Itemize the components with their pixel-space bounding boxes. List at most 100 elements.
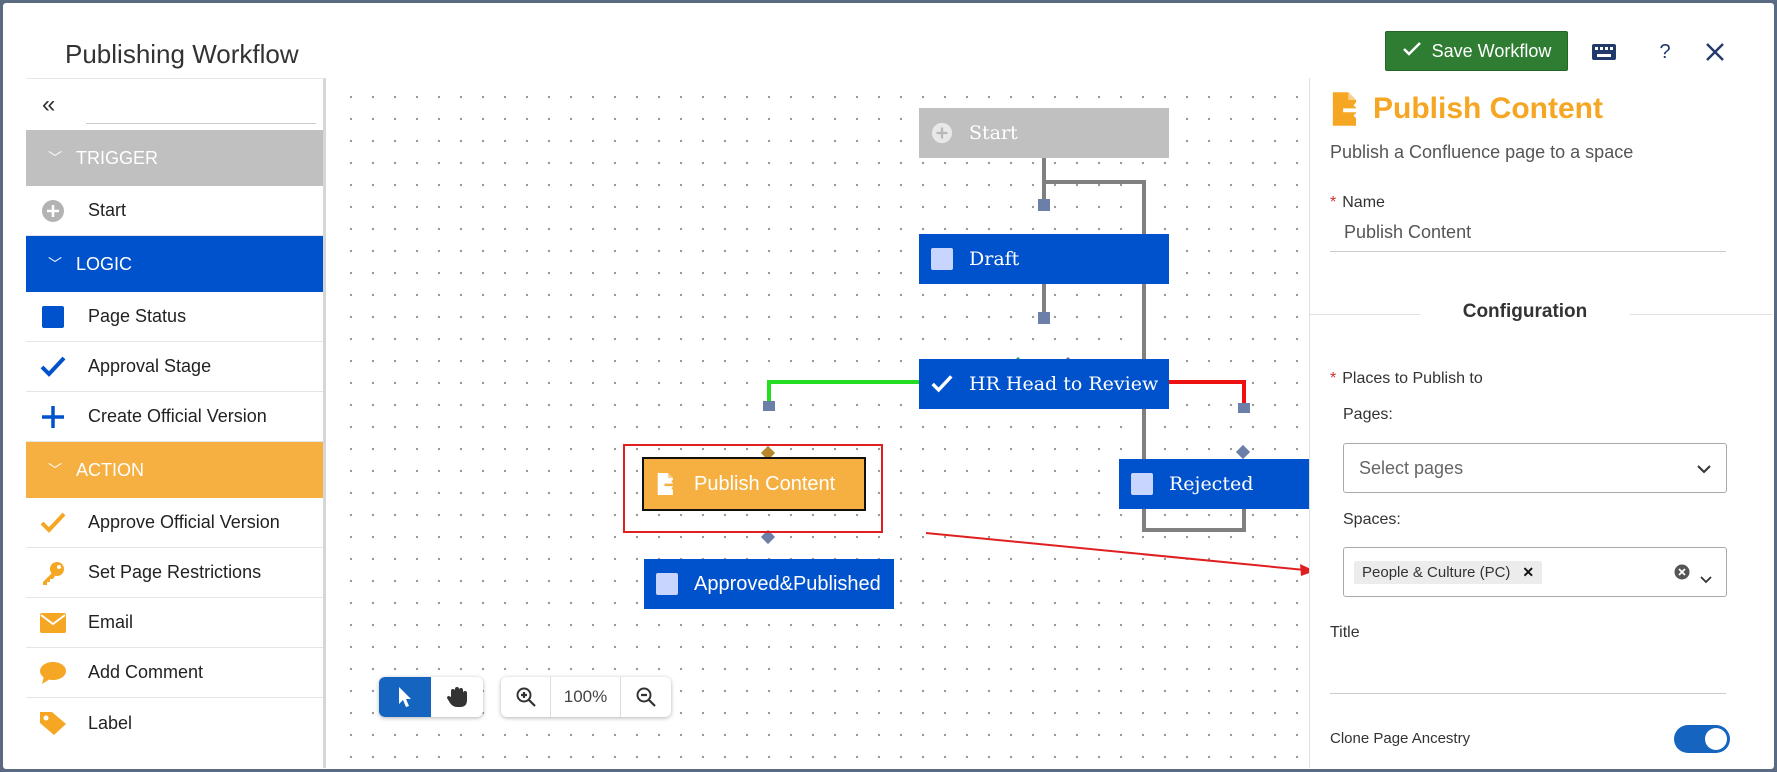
spaces-select[interactable]: People & Culture (PC) ✕ <box>1343 547 1727 597</box>
cursor-icon <box>399 687 411 707</box>
node-publish-content[interactable]: Publish Content <box>642 457 866 511</box>
collapse-sidebar-icon[interactable]: « <box>42 91 56 118</box>
key-icon <box>38 558 68 588</box>
clone-ancestry-toggle[interactable] <box>1674 725 1730 753</box>
node-label: Publish Content <box>694 472 836 495</box>
save-workflow-button[interactable]: Save Workflow <box>1385 31 1568 71</box>
palette-item-label: Approve Official Version <box>88 512 280 532</box>
toggle-knob <box>1705 728 1727 750</box>
node-approved-published[interactable]: Approved&Published <box>644 559 894 609</box>
workflow-canvas[interactable]: Start Draft HR Head to Review Publish Co… <box>330 78 1710 768</box>
node-label: HR Head to Review <box>969 373 1159 395</box>
pages-select[interactable]: Select pages <box>1343 443 1727 493</box>
properties-panel: Publish Content Publish a Confluence pag… <box>1309 78 1772 768</box>
space-chip-label: People & Culture (PC) <box>1362 563 1511 581</box>
plus-circle-icon <box>38 196 68 226</box>
palette-item-label: Start <box>88 200 127 220</box>
node-start[interactable]: Start <box>919 108 1169 158</box>
palette-search-input[interactable] <box>86 123 316 124</box>
node-hr-review[interactable]: HR Head to Review <box>919 359 1169 409</box>
zoom-level: 100% <box>551 677 621 717</box>
section-trigger[interactable]: ﹀ TRIGGER <box>26 130 323 186</box>
title-field[interactable] <box>1330 654 1726 694</box>
panel-description: Publish a Confluence page to a space <box>1330 142 1634 162</box>
check-icon <box>1402 41 1422 62</box>
chevron-down-icon: ﹀ <box>48 150 62 166</box>
palette-item-label: Set Page Restrictions <box>88 562 262 582</box>
clone-ancestry-label: Clone Page Ancestry <box>1330 730 1471 747</box>
pan-mode-button[interactable] <box>431 677 483 717</box>
clear-selection-icon[interactable] <box>1674 564 1690 585</box>
help-button[interactable]: ? <box>1659 40 1671 63</box>
square-icon <box>656 573 678 595</box>
name-label: *Name <box>1330 194 1385 211</box>
palette-item-set-page-restrictions[interactable]: Set Page Restrictions <box>26 548 323 598</box>
document-export-icon <box>656 473 678 495</box>
tag-icon <box>38 708 68 738</box>
zoom-in-icon <box>516 687 536 707</box>
node-label: Rejected <box>1169 473 1254 495</box>
zoom-out-icon <box>636 687 656 707</box>
highlight-box <box>623 444 883 533</box>
section-trigger-label: TRIGGER <box>76 147 159 168</box>
section-action-label: ACTION <box>76 459 145 480</box>
hand-icon <box>447 687 467 707</box>
palette-item-create-official-version[interactable]: Create Official Version <box>26 392 323 442</box>
canvas-mode-toolbar <box>379 677 483 717</box>
palette-item-label: Add Comment <box>88 662 204 682</box>
keyboard-icon[interactable] <box>1589 37 1619 67</box>
palette-item-label: Email <box>88 612 134 632</box>
space-chip: People & Culture (PC) ✕ <box>1354 560 1543 584</box>
pages-label: Pages: <box>1343 406 1393 423</box>
square-icon <box>38 302 68 332</box>
close-icon[interactable] <box>1700 37 1730 67</box>
configuration-heading: Configuration <box>1420 301 1630 323</box>
zoom-in-button[interactable] <box>501 677 551 717</box>
comment-icon <box>38 658 68 688</box>
palette-item-approval-stage[interactable]: Approval Stage <box>26 342 323 392</box>
node-label: Draft <box>969 248 1020 270</box>
palette-item-label: Create Official Version <box>88 406 267 426</box>
plus-icon <box>38 402 68 432</box>
section-logic-label: LOGIC <box>76 253 133 274</box>
places-label: *Places to Publish to <box>1330 370 1483 387</box>
node-label: Start <box>969 122 1018 144</box>
square-icon <box>1131 473 1153 495</box>
spaces-label: Spaces: <box>1343 511 1401 528</box>
title-label: Title <box>1330 624 1360 641</box>
palette-item-label: Label <box>88 712 133 733</box>
palette-item-email[interactable]: Email <box>26 598 323 648</box>
node-palette: « ﹀ TRIGGER Start ﹀ LOGIC Page Status Ap… <box>26 78 326 768</box>
check-icon <box>931 373 953 395</box>
section-logic[interactable]: ﹀ LOGIC <box>26 236 323 292</box>
square-icon <box>931 248 953 270</box>
chevron-down-icon <box>1700 568 1712 589</box>
pages-select-placeholder: Select pages <box>1359 457 1464 478</box>
palette-item-add-comment[interactable]: Add Comment <box>26 648 323 698</box>
palette-item-label[interactable]: Label <box>26 698 323 748</box>
document-export-icon <box>1330 91 1366 132</box>
name-field[interactable]: Publish Content <box>1330 216 1726 252</box>
select-mode-button[interactable] <box>379 677 431 717</box>
envelope-icon <box>38 608 68 638</box>
check-icon <box>38 352 68 382</box>
panel-title: Publish Content <box>1373 92 1603 125</box>
section-action[interactable]: ﹀ ACTION <box>26 442 323 498</box>
connector-lines <box>760 132 1251 545</box>
chevron-down-icon <box>1696 458 1712 479</box>
node-label: Approved&Published <box>694 572 881 595</box>
page-title: Publishing Workflow <box>65 39 299 69</box>
palette-item-label: Page Status <box>88 306 187 326</box>
palette-item-start[interactable]: Start <box>26 186 323 236</box>
plus-circle-icon <box>931 122 953 144</box>
node-draft[interactable]: Draft <box>919 234 1169 284</box>
check-icon <box>38 508 68 538</box>
remove-chip-icon[interactable]: ✕ <box>1522 563 1535 580</box>
save-workflow-label: Save Workflow <box>1431 40 1552 61</box>
zoom-toolbar: 100% <box>501 677 671 717</box>
palette-item-approve-official-version[interactable]: Approve Official Version <box>26 498 323 548</box>
palette-item-label: Approval Stage <box>88 356 212 376</box>
zoom-out-button[interactable] <box>621 677 671 717</box>
chevron-down-icon: ﹀ <box>48 256 62 272</box>
palette-item-page-status[interactable]: Page Status <box>26 292 323 342</box>
